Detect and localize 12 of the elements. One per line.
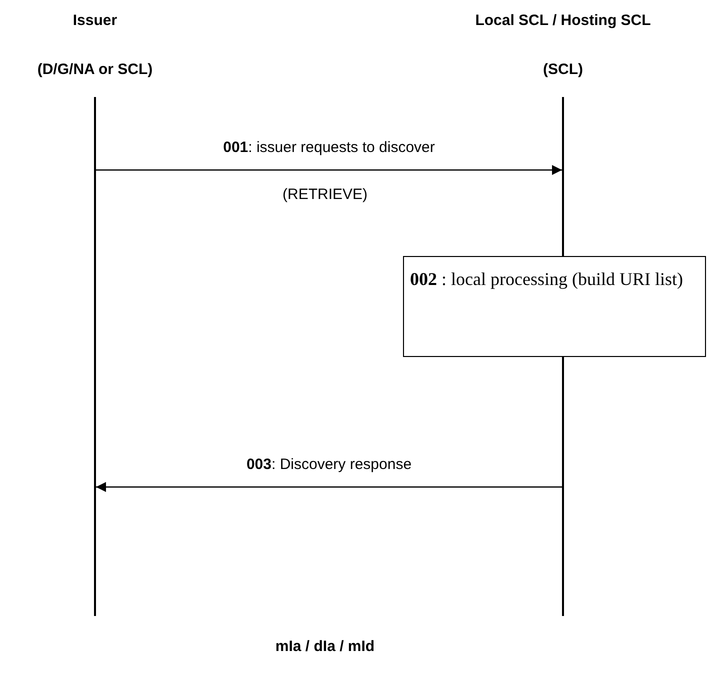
interface-label: mIa / dIa / mId [275,638,375,655]
message-arrow [96,482,562,492]
lifeline-title: (D/G/NA or SCL) [37,61,153,78]
lifeline-title: (SCL) [543,61,583,78]
edge-label: 003: Discovery response [246,456,412,473]
process-text: 002 : local processing (build URI list) [410,269,683,289]
method-label: (RETRIEVE) [282,186,368,203]
lifeline-title: Local SCL / Hosting SCL [475,12,651,29]
message-arrow [96,165,562,175]
process-box [403,256,706,357]
lifeline [94,97,96,616]
edge-label: 001: issuer requests to discover [223,139,435,156]
